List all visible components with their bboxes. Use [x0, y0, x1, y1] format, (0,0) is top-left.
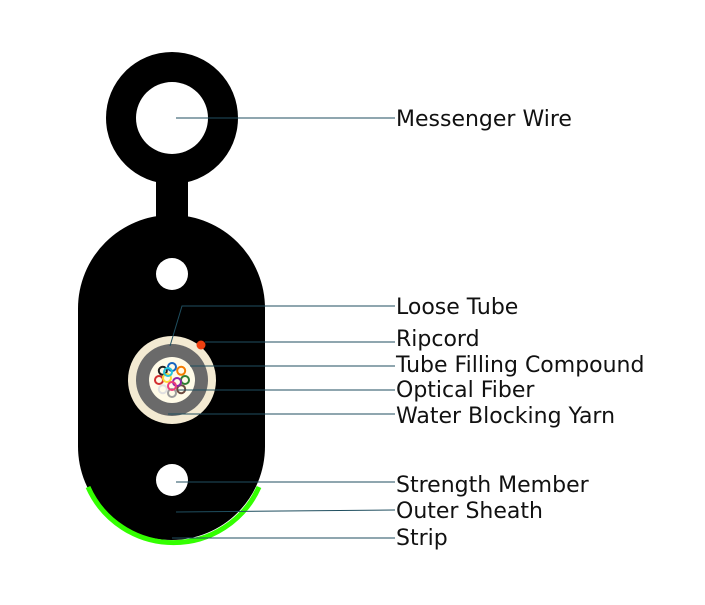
- optical-fiber: [163, 367, 173, 377]
- optical-fiber: [157, 384, 168, 395]
- strip: [85, 485, 262, 546]
- leader-lines: [168, 117, 396, 539]
- label-water-blocking-yarn: Water Blocking Yarn: [396, 404, 616, 429]
- label-messenger-wire: Messenger Wire: [396, 107, 572, 132]
- leader-loose-tube: [169, 305, 395, 347]
- optical-fiber: [157, 365, 168, 376]
- label-tube-filling-compound: Tube Filling Compound: [396, 353, 645, 378]
- optical-fiber: [167, 381, 177, 391]
- messenger-wire-core: [136, 82, 208, 154]
- label-optical-fiber: Optical Fiber: [396, 378, 535, 403]
- strength-member-top: [156, 258, 188, 290]
- label-ripcord: Ripcord: [396, 327, 480, 352]
- leader-outer-sheath: [175, 509, 396, 513]
- optical-fiber: [176, 384, 187, 395]
- label-strength-member: Strength Member: [396, 473, 589, 498]
- optical-fiber: [162, 373, 172, 383]
- label-loose-tube: Loose Tube: [396, 295, 519, 320]
- optical-fiber: [176, 365, 187, 376]
- label-outer-sheath: Outer Sheath: [396, 499, 543, 524]
- strength-member-bottom: [156, 464, 188, 496]
- optical-fiber-group: [154, 362, 190, 398]
- label-strip: Strip: [396, 526, 448, 551]
- ripcord: [196, 340, 206, 350]
